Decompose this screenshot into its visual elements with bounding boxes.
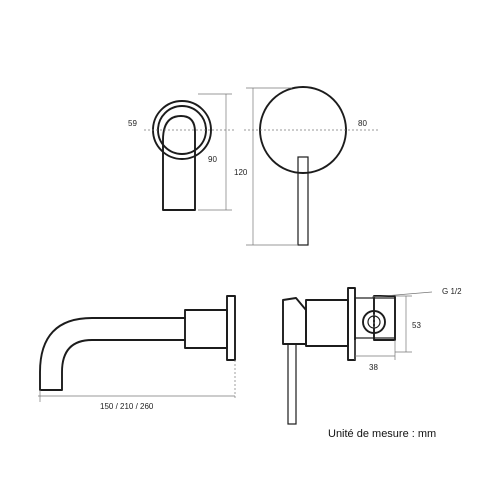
spout-arm [39, 317, 186, 391]
body-depth-label: 38 [369, 363, 378, 372]
spout-side-view: 150 / 210 / 260 [38, 295, 236, 411]
unit-note: Unité de mesure : mm [328, 428, 436, 440]
body-wall-plate [347, 287, 356, 361]
plate-lever [297, 156, 309, 246]
plate-front-view: 80 120 [234, 86, 380, 246]
spout-length-label: 150 / 210 / 260 [100, 402, 154, 411]
plate-diameter-label: 80 [358, 119, 367, 128]
mixer-depth-label: 59 [128, 119, 137, 128]
body-cylinder [305, 299, 349, 347]
spout-wall-plate [226, 295, 236, 361]
body-height-label: 53 [412, 321, 421, 330]
mixer-side-view: 59 90 [128, 93, 236, 211]
body-lever-stem [287, 343, 297, 425]
spout-collar [184, 309, 228, 349]
thread-leader-line [371, 291, 433, 298]
body-inlet-ring [362, 310, 386, 334]
thread-label: G 1/2 [442, 287, 462, 296]
mixer-height-label: 90 [208, 155, 217, 164]
body-cartridge-outline [354, 297, 396, 339]
body-side-view: G 1/2 53 38 [282, 287, 462, 425]
plate-height-label: 120 [234, 168, 248, 177]
body-lever-head [282, 297, 307, 345]
mixer-lever-body [162, 115, 196, 211]
